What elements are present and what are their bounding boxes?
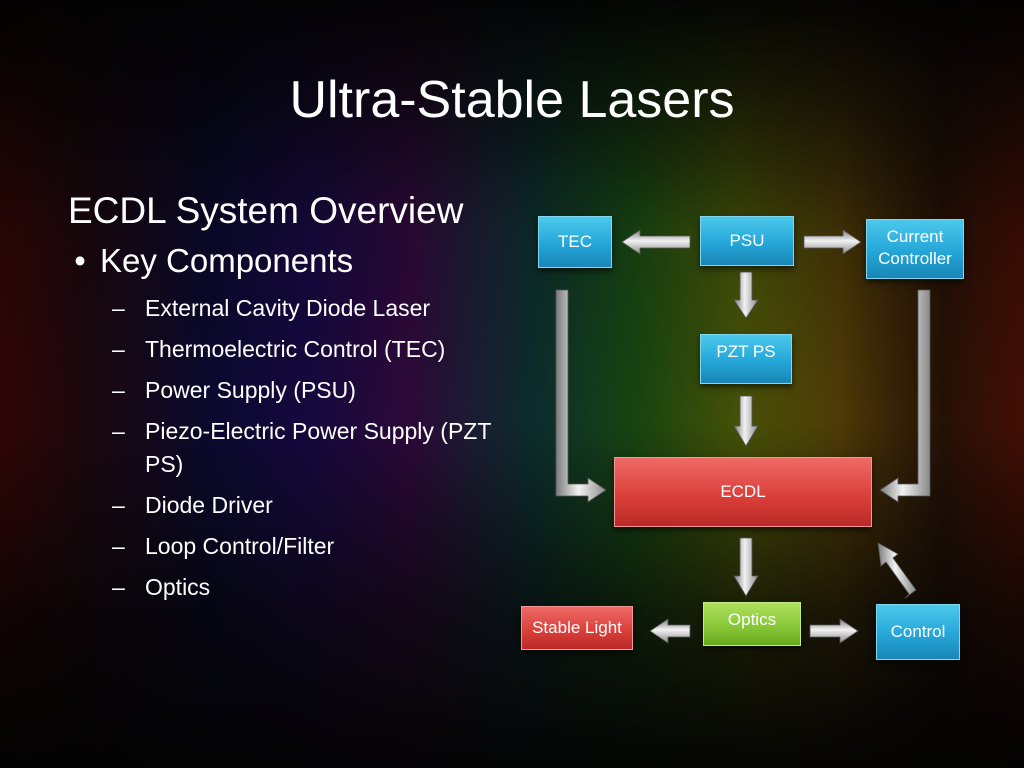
list-item: –External Cavity Diode Laser xyxy=(112,292,520,325)
bullet-marker: • xyxy=(74,242,86,279)
arrow-optics-to-control xyxy=(809,618,859,644)
arrow-current-controller-to-ecdl xyxy=(879,289,931,503)
node-psu-label: PSU xyxy=(729,231,765,250)
node-pzt-ps: PZT PS xyxy=(700,334,792,384)
list-item: –Loop Control/Filter xyxy=(112,530,520,563)
arrow-tec-to-ecdl xyxy=(555,289,607,503)
node-control: Control xyxy=(876,604,960,660)
bullet-key-components: • Key Components xyxy=(60,242,520,280)
component-list: –External Cavity Diode Laser –Thermoelec… xyxy=(60,292,520,604)
node-current-controller-label-line1: Current xyxy=(886,227,944,246)
node-ecdl-label: ECDL xyxy=(720,482,766,501)
node-ecdl: ECDL xyxy=(614,457,872,527)
arrow-optics-to-stable-light xyxy=(649,618,691,644)
node-pzt-ps-label: PZT PS xyxy=(716,342,776,361)
list-item-text: Diode Driver xyxy=(145,492,273,518)
node-tec-label: TEC xyxy=(558,232,592,251)
node-stable-light-label: Stable Light xyxy=(532,618,622,637)
sub-marker: – xyxy=(112,295,125,321)
list-item-text: External Cavity Diode Laser xyxy=(145,295,431,321)
node-current-controller-label-line2: Controller xyxy=(878,249,952,268)
list-item-text: Thermoelectric Control (TEC) xyxy=(145,336,446,362)
node-stable-light: Stable Light xyxy=(521,606,633,650)
sub-marker: – xyxy=(112,336,125,362)
list-item-text: Piezo-Electric Power Supply (PZT PS) xyxy=(145,418,491,477)
list-item: –Thermoelectric Control (TEC) xyxy=(112,333,520,366)
list-item-text: Power Supply (PSU) xyxy=(145,377,356,403)
list-item: –Optics xyxy=(112,571,520,604)
sub-marker: – xyxy=(112,492,125,518)
arrow-psu-to-pzt-ps xyxy=(733,271,759,319)
arrow-control-to-ecdl xyxy=(877,542,917,599)
content-text: ECDL System Overview • Key Components –E… xyxy=(60,190,520,612)
list-item: –Piezo-Electric Power Supply (PZT PS) xyxy=(112,415,520,481)
node-tec: TEC xyxy=(538,216,612,268)
section-heading: ECDL System Overview xyxy=(68,190,464,231)
arrow-psu-to-tec xyxy=(621,229,691,255)
sub-marker: – xyxy=(112,533,125,559)
node-optics-label: Optics xyxy=(727,610,777,629)
node-optics: Optics xyxy=(703,602,801,646)
sub-marker: – xyxy=(112,377,125,403)
list-item: –Diode Driver xyxy=(112,489,520,522)
bullet-text: Key Components xyxy=(100,242,354,279)
list-item: –Power Supply (PSU) xyxy=(112,374,520,407)
list-item-text: Loop Control/Filter xyxy=(145,533,335,559)
arrow-psu-to-current-controller xyxy=(803,229,862,255)
arrow-ecdl-to-optics xyxy=(733,537,759,597)
sub-marker: – xyxy=(112,574,125,600)
slide-title: Ultra-Stable Lasers xyxy=(289,71,735,129)
list-item-text: Optics xyxy=(145,574,211,600)
arrow-pzt-ps-to-ecdl xyxy=(733,395,759,447)
node-current-controller: Current Controller xyxy=(866,219,964,279)
node-control-label: Control xyxy=(890,622,946,641)
node-psu: PSU xyxy=(700,216,794,266)
sub-marker: – xyxy=(112,418,125,444)
